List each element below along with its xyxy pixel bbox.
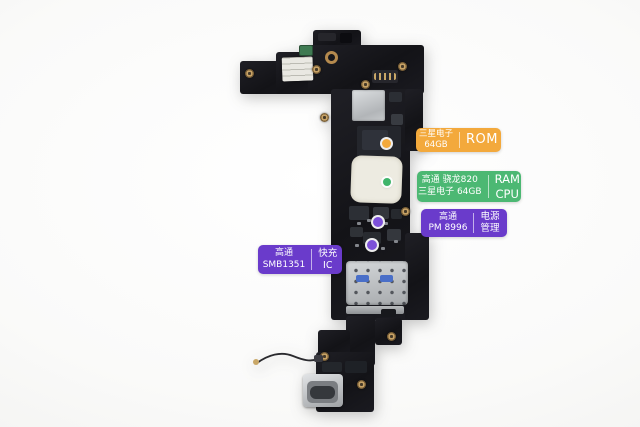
marker-dot-power (373, 217, 383, 227)
smd-component (381, 309, 396, 317)
power-role-1: 电源 (480, 211, 500, 223)
capacitor (367, 219, 371, 222)
smd-component (322, 362, 342, 372)
rom-capacity: 64GB (424, 140, 448, 150)
rom-chip-die (362, 130, 388, 150)
connector-pins (374, 73, 396, 80)
smd-component (318, 33, 336, 41)
screw-hole (401, 207, 410, 216)
smd-component (387, 229, 401, 241)
cpu-role-ram: RAM (494, 172, 520, 187)
antenna-connector (314, 355, 323, 362)
power-part-text: 高通 PM 8996 (429, 212, 468, 235)
power-chip: PM 8996 (428, 223, 468, 233)
rom-role: ROM (466, 131, 498, 147)
capacitor (381, 247, 385, 250)
rom-vendor: 三星电子 (419, 129, 454, 140)
capacitor (384, 222, 388, 225)
sim-card-slot (346, 261, 408, 305)
annotation-charge-label: 高通 SMB1351 快充 IC (258, 245, 342, 274)
charge-chip: SMB1351 (262, 259, 306, 270)
smd-component (340, 33, 352, 43)
sim-slot-chip (356, 275, 369, 282)
cpu-thermal-paste (350, 155, 403, 204)
screw-hole (398, 62, 407, 71)
charge-role-1: 快充 (318, 247, 338, 259)
label-divider (311, 249, 313, 270)
screw-hole (320, 113, 329, 122)
smd-component (389, 92, 402, 102)
capacitor (394, 240, 398, 243)
usb-c-opening (310, 386, 335, 399)
screw-hole (387, 332, 396, 341)
emi-shield (352, 90, 385, 121)
charge-vendor: 高通 (274, 248, 293, 259)
white-sticker (281, 56, 314, 82)
rom-role-text: ROM (466, 132, 498, 148)
charge-role-2: IC (323, 259, 333, 271)
metal-bracket (346, 306, 404, 314)
smd-component (345, 361, 367, 373)
label-divider (473, 213, 475, 233)
cpu-part-text: 高通 骁龙820 三星电子 64GB (418, 175, 481, 198)
marker-dot-cpu (383, 178, 391, 186)
power-vendor: 高通 (438, 211, 457, 222)
smd-component (373, 207, 389, 219)
screw-hole (320, 352, 329, 361)
screw-hole (357, 380, 366, 389)
sim-slot-chip (380, 275, 393, 282)
smd-component (391, 209, 402, 219)
antenna-tip (253, 359, 259, 365)
pcb-column-bottom-right (405, 233, 429, 320)
screw-hole (245, 69, 254, 78)
charge-part-text: 高通 SMB1351 (263, 248, 306, 271)
capacitor (357, 222, 361, 225)
power-role-2: 管理 (480, 223, 500, 234)
label-divider (487, 175, 489, 198)
annotation-power-label: 高通 PM 8996 电源 管理 (421, 209, 507, 237)
screw-hole (361, 80, 370, 89)
smd-component (350, 227, 363, 237)
smd-component (391, 114, 403, 125)
camera-connector (299, 45, 313, 56)
pmic-chip (349, 206, 369, 220)
label-divider (459, 132, 461, 148)
cpu-role-cpu: CPU (495, 186, 519, 201)
cpu-ram-chip: 三星电子 64GB (418, 186, 482, 197)
annotation-cpu-label: 高通 骁龙820 三星电子 64GB RAM CPU (417, 171, 521, 202)
copper-ring-hole (325, 51, 338, 64)
capacitor (355, 244, 359, 247)
power-role-text: 电源 管理 (480, 211, 499, 235)
cpu-chip: 高通 骁龙820 (421, 175, 478, 186)
annotation-rom-label: 三星电子 64GB ROM (416, 128, 501, 152)
rom-part-text: 三星电子 64GB (419, 129, 453, 150)
screw-hole (312, 65, 321, 74)
marker-dot-charge (367, 240, 377, 250)
charge-role-text: 快充 IC (318, 248, 337, 272)
cpu-role-text: RAM CPU (495, 172, 520, 201)
marker-dot-rom (382, 139, 391, 148)
